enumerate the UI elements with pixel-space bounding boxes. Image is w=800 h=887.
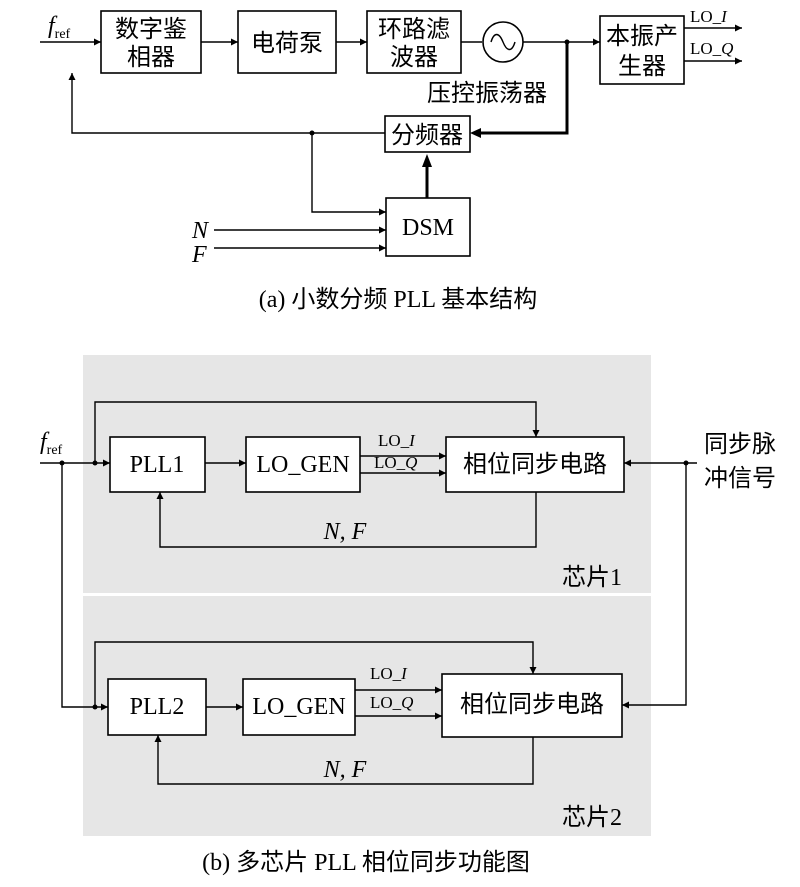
loop-filter-block <box>366 10 462 74</box>
caption-b: (b) 多芯片 PLL 相位同步功能图 <box>202 849 530 876</box>
phase-detector-label-1: 数字鉴 <box>115 16 187 43</box>
chip2-logen-block <box>242 678 356 736</box>
multichip-sync-diagram: fref PLL1 LO_GEN LO_I LO_Q 相位同步电路 N, F 芯… <box>40 355 776 876</box>
loop-filter-label-2: 波器 <box>390 44 438 71</box>
chip1-fref-to-sync-arrow <box>94 401 540 463</box>
chip1-nf-feedback-arrow <box>156 492 537 548</box>
sine-wave-icon <box>490 33 516 51</box>
charge-pump-block <box>237 10 337 74</box>
sync-pulse-label-1: 同步脉 <box>704 431 776 458</box>
chip2-nf-feedback-arrow <box>154 735 534 785</box>
chip1-nf-label: N, F <box>323 519 367 545</box>
chip2-label: 芯片2 <box>562 804 622 831</box>
charge-pump-label: 电荷泵 <box>251 30 323 57</box>
chip2-pll-block <box>107 678 207 736</box>
dsm-output-arrowhead <box>422 154 432 167</box>
lo-i-label: LO_I <box>690 7 728 26</box>
lo-generator-block <box>599 15 685 85</box>
phase-detector-label-2: 相器 <box>127 44 175 71</box>
divider-block <box>384 115 471 153</box>
sync-pulse-label-2: 冲信号 <box>704 465 776 492</box>
chip1-phase-sync-label: 相位同步电路 <box>463 451 607 478</box>
chip1-lo-i-label: LO_I <box>378 431 416 450</box>
chip1-phase-sync-block <box>445 436 625 493</box>
chip1-logen-block <box>245 436 361 493</box>
sync-to-chip2-arrow <box>622 463 687 709</box>
divider-input-arrowhead <box>470 128 481 138</box>
input-n-label: N <box>191 218 210 244</box>
chip1-pll-block <box>109 436 206 493</box>
fractional-pll-diagram: fref 数字鉴 相器 电荷泵 环路滤 波器 压控振荡器 本振产 生器 LO_I… <box>40 7 742 313</box>
chip2-fref-to-sync-arrow <box>94 641 537 707</box>
chip1-pll-label: PLL1 <box>130 452 185 478</box>
caption-a: (a) 小数分频 PLL 基本结构 <box>259 286 537 313</box>
chip2-phase-sync-block <box>441 673 623 738</box>
divider-label: 分频器 <box>391 122 463 149</box>
chip2-phase-sync-label: 相位同步电路 <box>460 691 604 718</box>
input-fref-label: fref <box>48 13 71 42</box>
chip2-pll-label: PLL2 <box>130 694 185 720</box>
chip2-logen-label: LO_GEN <box>252 694 345 720</box>
dsm-label: DSM <box>402 215 454 241</box>
input-f-label: F <box>191 242 207 268</box>
lo-generator-label-2: 生器 <box>618 53 666 80</box>
chip1-label: 芯片1 <box>562 564 622 591</box>
lo-q-label: LO_Q <box>690 39 733 58</box>
chip2-lo-q-label: LO_Q <box>370 693 413 712</box>
input-fref-label-b: fref <box>40 429 63 458</box>
lo-generator-label-1: 本振产 <box>606 23 678 50</box>
vco-label: 压控振荡器 <box>427 80 547 107</box>
chip2-lo-i-label: LO_I <box>370 664 408 683</box>
loop-filter-label-1: 环路滤 <box>378 16 450 43</box>
chip1-lo-q-label: LO_Q <box>374 453 417 472</box>
chip1-logen-label: LO_GEN <box>256 452 349 478</box>
vco-to-divider-bus <box>478 42 569 135</box>
divider-to-dsm-clock <box>311 133 386 216</box>
chip2-nf-label: N, F <box>323 757 367 783</box>
divider-to-pfd-feedback <box>68 73 385 134</box>
